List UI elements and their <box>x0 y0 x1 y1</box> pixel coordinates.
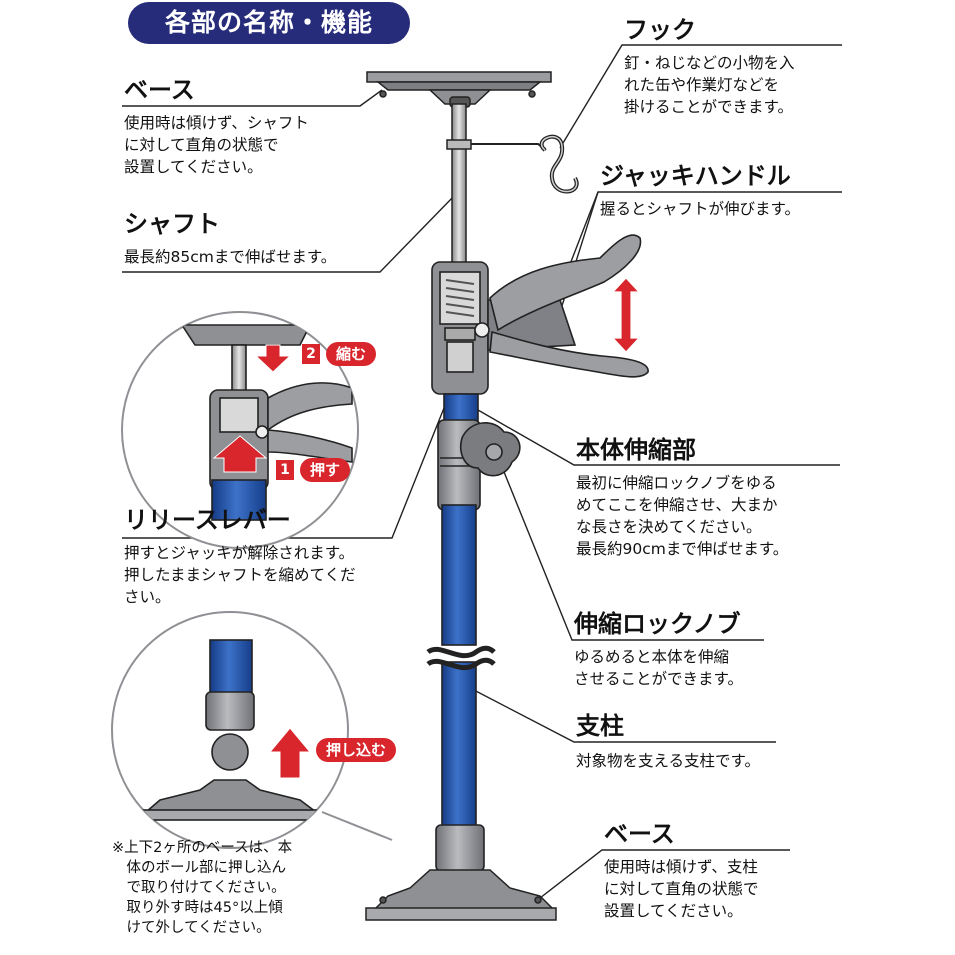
leader-knob <box>499 461 764 641</box>
pillar-label: 支柱 <box>576 712 624 740</box>
base-attach-note: ※上下2ヶ所のベースは、本 体のボール部に押し込ん で取り付けてください。 取り… <box>112 840 293 936</box>
leader-hook <box>559 44 842 149</box>
section-heading: 各部の名称・機能 <box>128 2 410 44</box>
leader-shaft <box>122 194 456 273</box>
base-top-drawing <box>366 71 552 108</box>
pillar-drawing <box>426 504 496 872</box>
jack-handle-desc: 握るとシャフトが伸びます。 <box>600 200 800 218</box>
shaft-desc: 最長約85cmまで伸ばせます。 <box>124 248 337 266</box>
push-arrow <box>212 435 268 473</box>
base-top-label: ベース <box>124 76 195 104</box>
base-bottom-desc: 使用時は傾けず、支柱 に対して直角の状態で 設置してください。 <box>604 858 759 920</box>
insert-arrow <box>268 727 312 779</box>
pillar-desc: 対象物を支える支柱です。 <box>576 752 760 770</box>
shaft-drawing <box>446 103 547 275</box>
base-top-desc: 使用時は傾けず、シャフト に対して直角の状態で 設置してください。 <box>124 114 309 176</box>
base-bottom-drawing <box>365 869 557 921</box>
body-desc: 最初に伸縮ロックノブをゆる めてここを伸縮させ、大まか な長さを決めてください。… <box>576 474 789 558</box>
shaft-label: シャフト <box>124 210 220 238</box>
shrink-arrow <box>254 344 292 373</box>
leader-pillar <box>469 687 776 743</box>
hook-drawing <box>539 134 579 194</box>
shrink-tag: 縮む <box>326 342 377 366</box>
base-bottom-label: ベース <box>604 820 675 848</box>
hook-label: フック <box>624 16 696 44</box>
step2-number: 2 <box>302 344 320 364</box>
grip-arrow <box>611 277 641 353</box>
push-tag: 押す <box>300 458 351 482</box>
insert-tag: 押し込む <box>316 738 397 762</box>
jack-handle-drawing <box>489 234 649 378</box>
leader-body <box>477 409 840 466</box>
leader-base-bottom <box>539 849 790 899</box>
jack-handle-label: ジャッキハンドル <box>600 162 791 190</box>
body-drawing <box>437 393 521 511</box>
base-detail-circle <box>111 611 393 849</box>
body-label: 本体伸縮部 <box>576 436 696 464</box>
hook-desc: 釘・ねじなどの小物を入 れた缶や作業灯などを 掛けることができます。 <box>624 54 795 116</box>
lock-knob-desc: ゆるめると本体を伸縮 させることができます。 <box>574 648 743 688</box>
release-detail-circle <box>121 311 359 549</box>
leader-base-top <box>122 89 383 107</box>
step1-number: 1 <box>276 460 294 480</box>
lock-knob-label: 伸縮ロックノブ <box>574 610 741 638</box>
release-lever-desc: 押すとジャッキが解除されます。 押したままシャフトを縮めてくだ さい。 <box>124 544 356 606</box>
release-lever-label: リリースレバー <box>124 506 291 534</box>
